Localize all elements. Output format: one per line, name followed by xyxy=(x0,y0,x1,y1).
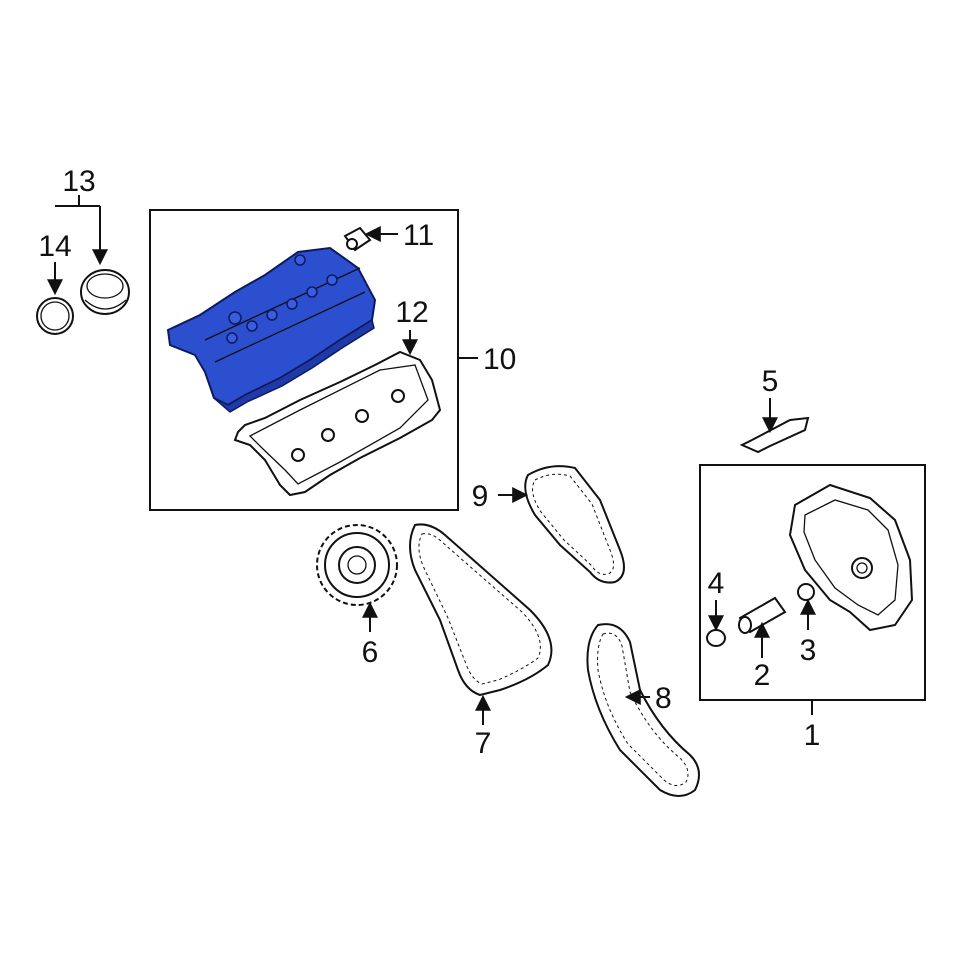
timing-cover[interactable] xyxy=(788,483,914,632)
callout-11: 11 xyxy=(403,219,434,252)
callout-8: 8 xyxy=(655,682,672,715)
callout-7: 7 xyxy=(475,727,492,760)
callout-10: 10 xyxy=(483,343,516,376)
valve-cover-gasket[interactable] xyxy=(233,350,442,497)
oil-filler-cap[interactable] xyxy=(80,269,130,315)
sealant-tube[interactable] xyxy=(739,416,810,454)
sensor-part-11[interactable] xyxy=(343,226,372,252)
callout-13: 13 xyxy=(62,165,95,198)
oil-cap-seal[interactable] xyxy=(36,297,74,335)
callout-6: 6 xyxy=(362,636,379,669)
o-ring-3[interactable] xyxy=(797,583,815,601)
timing-chain-7[interactable] xyxy=(409,523,553,697)
group-box-10 xyxy=(149,209,459,511)
callout-5: 5 xyxy=(762,365,779,398)
oil-pump-shaft[interactable] xyxy=(738,596,787,634)
valve-cover[interactable] xyxy=(166,246,377,413)
callout-12: 12 xyxy=(395,296,428,329)
callout-14: 14 xyxy=(38,230,71,263)
callout-1: 1 xyxy=(804,719,821,752)
callout-4: 4 xyxy=(708,567,725,600)
timing-chain-8[interactable] xyxy=(586,623,700,797)
timing-chain-9[interactable] xyxy=(524,465,625,584)
callout-3: 3 xyxy=(800,634,817,667)
o-ring-4[interactable] xyxy=(706,629,726,647)
callout-2: 2 xyxy=(754,659,771,692)
bracket-13 xyxy=(55,195,100,207)
sprocket[interactable] xyxy=(316,524,398,606)
callout-9: 9 xyxy=(472,480,489,513)
